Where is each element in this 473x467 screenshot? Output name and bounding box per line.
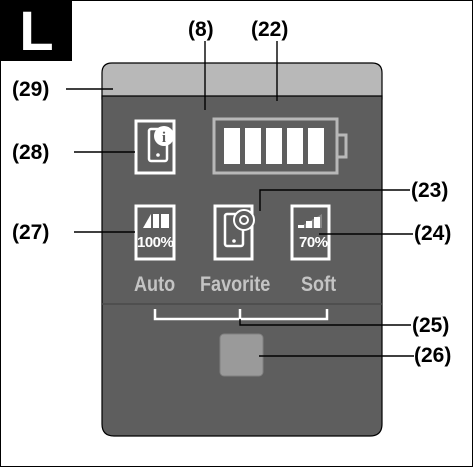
callout-mode-labels: (25) xyxy=(412,314,450,337)
soft-percent: 70% xyxy=(299,234,328,251)
callout-housing: (29) xyxy=(12,78,50,101)
battery-segment xyxy=(287,128,303,164)
auto-percent: 100% xyxy=(137,234,174,251)
battery-segment xyxy=(224,128,240,164)
battery-segment xyxy=(245,128,261,164)
mode-label-favorite: Favorite xyxy=(200,273,271,296)
callout-level-auto: (27) xyxy=(12,221,50,244)
device-button xyxy=(219,333,264,377)
battery-segment xyxy=(308,128,324,164)
signal-full-icon xyxy=(134,204,176,261)
battery-icon xyxy=(212,117,348,175)
callout-display-area: (8) xyxy=(188,18,214,41)
callout-battery: (22) xyxy=(251,18,289,41)
svg-text:i: i xyxy=(162,130,166,146)
callout-info-icon: (28) xyxy=(12,141,50,164)
device-housing xyxy=(101,62,383,100)
callout-level-soft: (24) xyxy=(414,222,452,245)
callout-button: (26) xyxy=(414,344,452,367)
info-icon: i xyxy=(134,119,176,175)
signal-partial-icon xyxy=(290,204,331,261)
callout-settings-icon: (23) xyxy=(411,179,449,202)
battery-segment xyxy=(266,128,282,164)
mode-label-soft: Soft xyxy=(301,273,337,296)
device-display-panel xyxy=(101,95,383,437)
phone-settings-icon xyxy=(213,204,255,261)
mode-label-auto: Auto xyxy=(134,273,176,296)
panel-tag: L xyxy=(1,1,72,61)
leader-lines xyxy=(66,41,414,357)
